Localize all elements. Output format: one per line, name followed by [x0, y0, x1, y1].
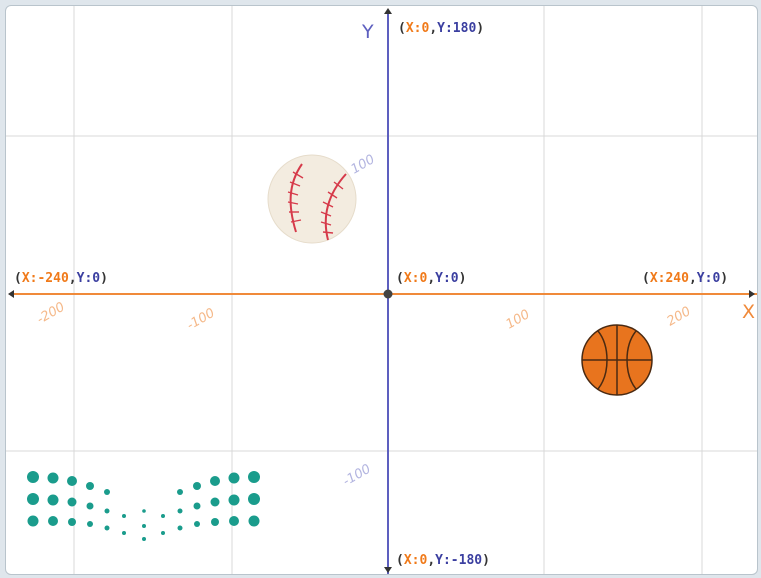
coord-label-left: (X:-240,Y:0)	[14, 271, 108, 286]
x-axis-name: X	[742, 301, 755, 323]
svg-text:(X:0,Y:-180): (X:0,Y:-180)	[396, 553, 490, 568]
origin-dot	[383, 289, 393, 299]
svg-text:(X:240,Y:0): (X:240,Y:0)	[642, 271, 728, 286]
y-axis-top-end	[384, 8, 392, 14]
x-axis-left-end	[8, 290, 14, 298]
y-tick-label: -100	[341, 462, 374, 490]
x-tick-label: 100	[504, 307, 533, 332]
coord-label-right: (X:240,Y:0)	[642, 271, 728, 286]
coord-label-top: (X:0,Y:180)	[398, 21, 484, 36]
coord-label-origin: (X:0,Y:0)	[396, 271, 466, 286]
svg-text:(X:-240,Y:0): (X:-240,Y:0)	[14, 271, 108, 286]
x-axis-right-end	[749, 290, 755, 298]
coordinate-stage: Y X -200 -100 100 200 100 -100 (X:0,Y:18…	[5, 5, 758, 575]
y-axis-name: Y	[361, 21, 374, 43]
baseball-sprite[interactable]	[267, 154, 357, 244]
svg-text:(X:0,Y:180): (X:0,Y:180)	[398, 21, 484, 36]
coord-label-bottom: (X:0,Y:-180)	[396, 553, 490, 568]
grid-lines	[6, 6, 757, 574]
coordinate-grid: Y X -200 -100 100 200 100 -100 (X:0,Y:18…	[6, 6, 757, 574]
ministry-logo	[27, 471, 260, 541]
x-tick-label: 200	[665, 304, 694, 329]
svg-text:(X:0,Y:0): (X:0,Y:0)	[396, 271, 466, 286]
y-tick-label: 100	[349, 152, 378, 177]
x-tick-label: -200	[35, 300, 68, 328]
basketball-sprite[interactable]	[581, 324, 653, 396]
y-axis-bottom-end	[384, 567, 392, 573]
x-tick-label: -100	[185, 306, 218, 334]
